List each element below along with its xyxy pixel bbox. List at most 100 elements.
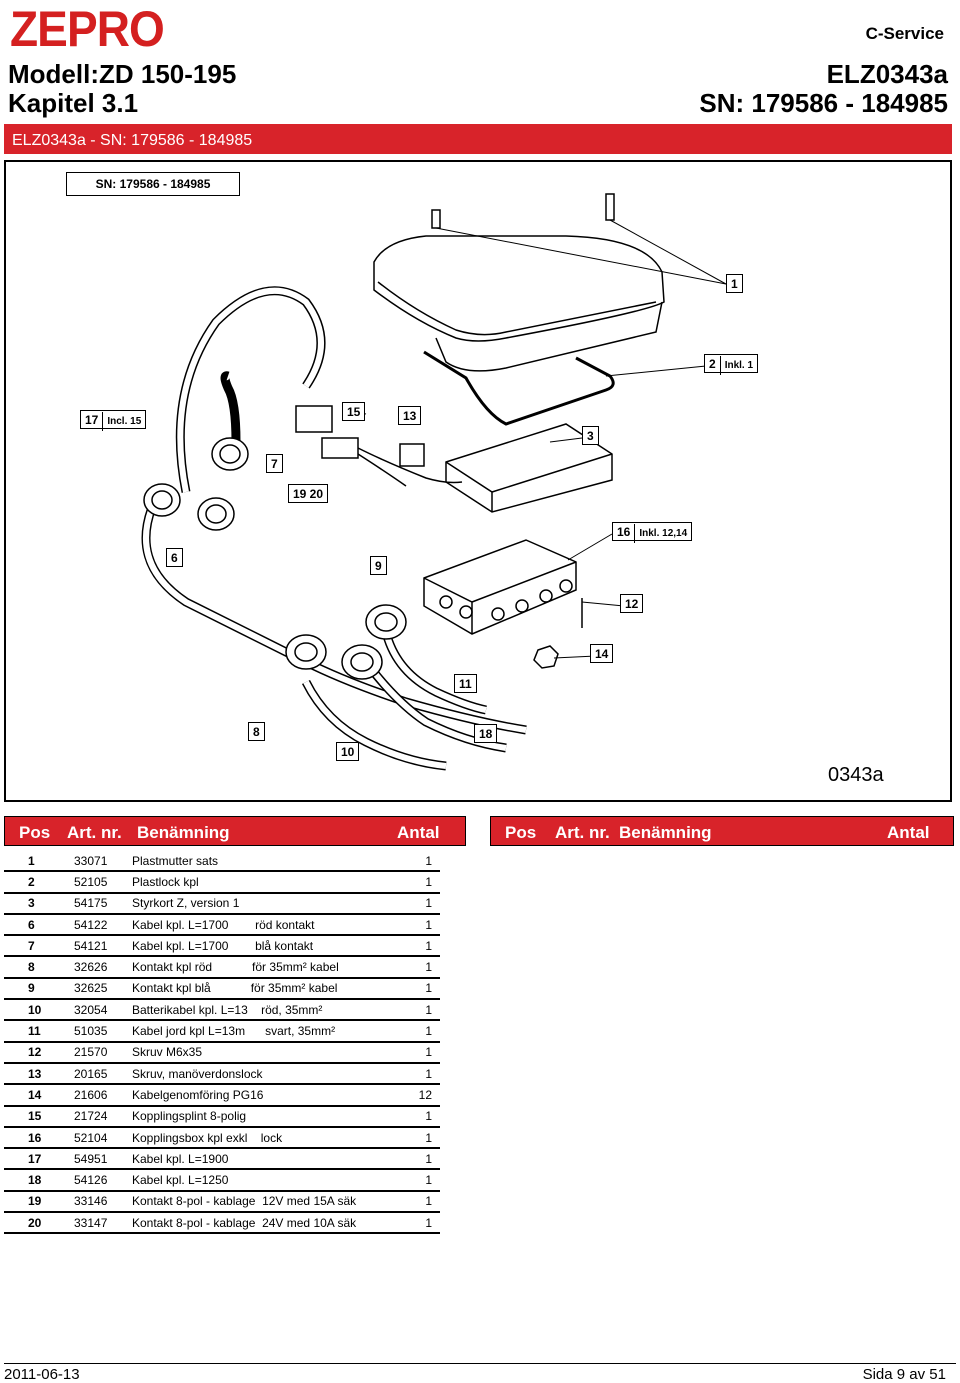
cell-pos: 17 xyxy=(4,1148,74,1171)
callout-number: 18 xyxy=(479,727,493,741)
plastic-post xyxy=(605,193,615,221)
parts-table-header-right: Pos Art. nr. Benämning Antal xyxy=(490,816,954,846)
cell-art: 33071 xyxy=(74,851,132,873)
cell-pos: 16 xyxy=(4,1126,74,1150)
cell-art: 54122 xyxy=(74,913,132,937)
callout-number: 1 xyxy=(731,277,738,291)
callout-7: 7 xyxy=(266,454,283,473)
cell-art: 54121 xyxy=(74,935,132,958)
header-art: Art. nr. xyxy=(67,823,122,842)
cell-ben: Styrkort Z, version 1 xyxy=(132,892,412,915)
callout-11: 11 xyxy=(454,674,477,693)
chapter-line: Kapitel 3.1 xyxy=(8,88,139,118)
cell-art: 33146 xyxy=(74,1190,132,1214)
doc-code: ELZ0343a xyxy=(826,59,948,89)
cell-pos: 2 xyxy=(4,871,74,894)
header-antal: Antal xyxy=(887,823,930,842)
cable-red xyxy=(175,286,326,493)
cell-art: 54175 xyxy=(74,892,132,915)
cell-antal: 1 xyxy=(412,999,440,1022)
model-heading: Modell:ZD 150-195 Kapitel 3.1 xyxy=(8,60,236,118)
exploded-view-figure xyxy=(4,160,952,802)
cell-ben: Kontakt 8-pol - kablage 12V med 15A säk xyxy=(132,1190,412,1214)
callout-8: 8 xyxy=(248,722,265,741)
cell-pos: 9 xyxy=(4,977,74,1001)
zepro-logo: ZEPRO xyxy=(10,1,165,57)
cell-antal: 1 xyxy=(412,892,440,915)
cell-art: 32626 xyxy=(74,956,132,979)
callout-number: 19 20 xyxy=(293,487,324,501)
cell-art: 21606 xyxy=(74,1084,132,1107)
callout-13: 13 xyxy=(398,406,422,425)
cell-ben: Skruv M6x35 xyxy=(132,1041,412,1064)
cable-blue xyxy=(220,371,241,443)
callout-number: 9 xyxy=(375,559,382,573)
cell-ben: Kontakt kpl blå för 35mm² kabel xyxy=(132,977,412,1001)
cell-antal: 1 xyxy=(412,1041,440,1064)
cell-pos: 14 xyxy=(4,1084,74,1107)
callout-1: 1 xyxy=(726,274,743,293)
cell-ben: Kabel kpl. L=1250 xyxy=(132,1169,412,1192)
callout-6: 6 xyxy=(166,548,183,567)
cell-antal: 1 xyxy=(412,1190,440,1214)
nut xyxy=(533,645,559,669)
cell-pos: 18 xyxy=(4,1169,74,1192)
cell-art: 52104 xyxy=(74,1126,132,1150)
cell-art: 21570 xyxy=(74,1041,132,1064)
cell-antal: 1 xyxy=(412,1105,440,1128)
header-benamning: Benämning xyxy=(619,823,712,842)
cell-antal: 12 xyxy=(412,1084,440,1107)
cell-ben: Kabel jord kpl L=13m svart, 35mm² xyxy=(132,1020,412,1043)
callout-number: 16 xyxy=(617,525,631,539)
gasket xyxy=(423,350,615,426)
cover-lid xyxy=(373,235,665,342)
header-art: Art. nr. xyxy=(555,823,610,842)
footer-date: 2011-06-13 xyxy=(4,1366,80,1383)
callout-number: 8 xyxy=(253,725,260,739)
model-line: Modell:ZD 150-195 xyxy=(8,59,237,89)
doc-code-heading: ELZ0343a SN: 179586 - 184985 xyxy=(699,60,948,118)
cell-art: 32625 xyxy=(74,977,132,1001)
cell-art: 54951 xyxy=(74,1148,132,1171)
callout-number: 6 xyxy=(171,551,178,565)
cell-art: 21724 xyxy=(74,1105,132,1128)
plastic-post xyxy=(431,209,441,229)
callout-number: 7 xyxy=(271,457,278,471)
cell-ben: Kontakt kpl röd för 35mm² kabel xyxy=(132,956,412,979)
callout-number: 10 xyxy=(341,745,355,759)
callout-12: 12 xyxy=(620,594,644,613)
header-pos: Pos xyxy=(505,823,537,842)
header-pos: Pos xyxy=(19,823,51,842)
cell-pos: 15 xyxy=(4,1105,74,1128)
callout-3: 3 xyxy=(582,426,599,445)
cell-ben: Batterikabel kpl. L=13 röd, 35mm² xyxy=(132,999,412,1022)
cell-art: 32054 xyxy=(74,999,132,1022)
cell-ben: Kabel kpl. L=1700 blå kontakt xyxy=(132,935,412,958)
cell-art: 51035 xyxy=(74,1020,132,1043)
cell-antal: 1 xyxy=(412,1212,440,1235)
callout-number: 3 xyxy=(587,429,594,443)
callout-inkl: Inkl. 12,14 xyxy=(634,524,687,543)
callout-number: 11 xyxy=(459,677,472,691)
cell-ben: Kontakt 8-pol - kablage 24V med 10A säk xyxy=(132,1212,412,1235)
callout-number: 12 xyxy=(625,597,639,611)
parts-table-header-left: Pos Art. nr. Benämning Antal xyxy=(4,816,466,846)
callout-14: 14 xyxy=(590,644,614,663)
cell-pos: 13 xyxy=(4,1062,74,1086)
serial-range: SN: 179586 - 184985 xyxy=(699,88,948,118)
cell-pos: 12 xyxy=(4,1041,74,1064)
cell-ben: Kabel kpl. L=1900 xyxy=(132,1148,412,1171)
